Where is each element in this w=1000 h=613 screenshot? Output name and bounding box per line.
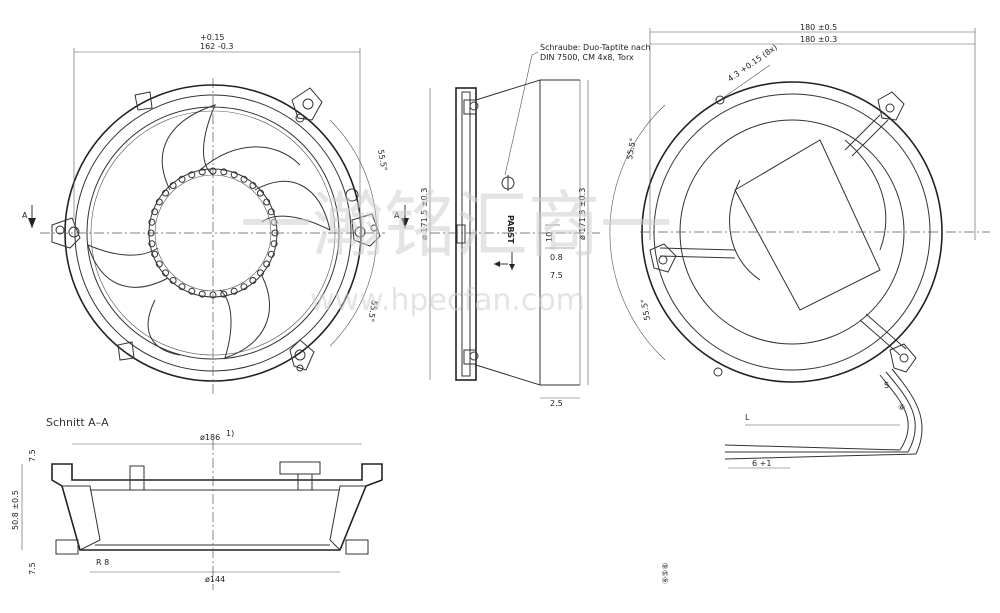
hub-hole — [249, 182, 257, 189]
mounting-lug-bottom-left — [117, 341, 135, 361]
hub-hole — [188, 171, 196, 179]
cable-mark: ⑥ — [898, 403, 905, 412]
mounting-lug-right — [351, 213, 381, 247]
watermark-url: www.hpecfan.com — [310, 283, 585, 318]
hub-hole — [151, 208, 159, 216]
dim-diameter-main: 162 -0.3 — [200, 42, 233, 51]
section-mark-right: A — [394, 211, 400, 220]
side-view: PABST Schraube: Duo-Taptite nach DIN 750… — [420, 43, 650, 408]
section-dim-75-top: 7.5 — [28, 449, 37, 462]
section-dim-186: ø186 — [200, 433, 220, 442]
side-dim-75: 7.5 — [550, 271, 563, 280]
mounting-lug-top-left — [134, 91, 153, 111]
angle-label-top: 55.5° — [376, 149, 389, 172]
hub-hole — [220, 168, 228, 176]
hub-hole — [263, 260, 271, 268]
hub-hole — [198, 168, 206, 176]
hub-hole — [240, 175, 248, 183]
section-mark-left: A — [22, 211, 28, 220]
side-dim-left: ø 171.5 ±0.3 — [420, 188, 429, 240]
bottom-marks: ④⑤⑥ — [661, 562, 670, 584]
hub-hole — [220, 290, 228, 298]
side-dim-right: ø 171.5 ±0.3 — [578, 188, 587, 240]
mounting-lug-left — [51, 217, 81, 249]
hub-hole — [162, 269, 169, 277]
watermark: 一瀚铭汇商一 www.hpecfan.com — [240, 183, 672, 318]
screw-note-line1: Schraube: Duo-Taptite nach — [540, 43, 650, 52]
hub-hole — [155, 198, 163, 206]
hub-hole — [267, 208, 275, 216]
rear-dim-top-1: 180 ±0.5 — [800, 23, 837, 32]
hub-hole — [155, 260, 163, 268]
hub-hole — [230, 171, 238, 179]
hub-hole — [270, 240, 278, 248]
hub-hole — [151, 250, 159, 258]
hub-hole — [148, 240, 156, 248]
cable-dim: 6 +1 — [752, 459, 771, 468]
hub-hole — [230, 287, 238, 295]
side-dim-10: 10 — [545, 232, 554, 242]
hub-hole — [257, 189, 264, 197]
mounting-lug-top-right — [291, 87, 323, 123]
hub-hole — [267, 250, 275, 258]
rear-dim-top-2: 180 ±0.3 — [800, 35, 837, 44]
hub-hole — [178, 175, 186, 183]
rear-angle-bottom: 55.5° — [639, 298, 652, 321]
hub-hole — [198, 290, 206, 298]
hub-hole — [270, 218, 278, 226]
section-dim-75-bottom: 7.5 — [28, 562, 37, 575]
section-dim-186-note: 1) — [226, 429, 234, 438]
hub-hole — [188, 287, 196, 295]
side-dim-08: 0.8 — [550, 253, 563, 262]
section-radius: R 8 — [96, 558, 109, 567]
screw-note-line2: DIN 7500, CM 4x8, Torx — [540, 53, 634, 62]
rear-lug-top-right — [877, 91, 905, 121]
side-dim-25: 2.5 — [550, 399, 563, 408]
hub-hole — [263, 198, 271, 206]
hub-hole — [148, 218, 156, 226]
hub-hole — [162, 189, 169, 197]
section-dim-144: ø144 — [205, 575, 225, 584]
dim-diameter-upper-tol: +0.15 — [200, 33, 225, 42]
watermark-cjk: 一瀚铭汇商一 — [240, 183, 672, 267]
section-view: Schnitt A–A ø186 1) ø144 7.5 50.8 ±0.5 7… — [11, 416, 383, 590]
hub-hole — [257, 269, 264, 277]
hub-hole — [169, 277, 177, 284]
angle-label-bottom: 55.5° — [366, 300, 379, 323]
hub-hole — [249, 277, 257, 284]
rear-angle-top: 55.5° — [625, 137, 638, 160]
hub-hole — [169, 182, 177, 189]
front-view: +0.15 162 -0.3 55.5° 55.5° A A — [22, 33, 409, 395]
hub-hole — [178, 283, 186, 291]
section-title: Schnitt A–A — [46, 416, 109, 429]
cable-label-S: S — [884, 381, 889, 390]
hub-hole-ring — [147, 167, 279, 299]
cable-label-L: L — [745, 413, 750, 422]
rear-lug-left — [649, 243, 677, 273]
section-dim-508: 50.8 ±0.5 — [11, 490, 20, 530]
rear-view: 55.5° 55.5° 180 ±0.5 180 ±0.3 4.3 +0.15 … — [609, 23, 990, 584]
hub-hole — [240, 283, 248, 291]
mounting-lug-bottom-right — [289, 339, 315, 372]
pabst-label: PABST — [506, 215, 515, 244]
rear-lug-bottom-right — [889, 343, 917, 373]
